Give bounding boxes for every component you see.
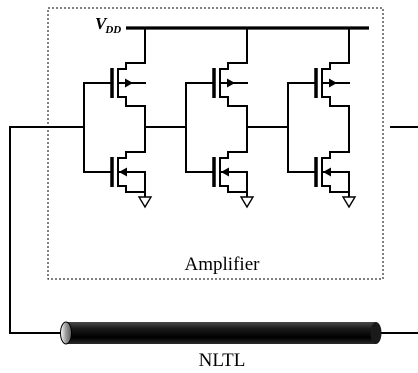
gate-input-wire	[185, 82, 215, 173]
inverter-stage-3	[287, 27, 357, 209]
output-node-wire	[125, 96, 146, 159]
nltl-cable-end-left	[60, 321, 72, 345]
ground-icon	[341, 196, 357, 209]
pmos-body-arrow-icon	[329, 78, 337, 88]
nltl-label: NLTL	[199, 350, 246, 371]
amplifier-boundary-box	[47, 7, 384, 280]
vdd-label: VDD	[95, 14, 121, 36]
pmos-source-connection	[227, 27, 248, 70]
nmos-body-arrow-icon	[323, 167, 331, 177]
nltl-cable-end-right	[370, 322, 382, 344]
amplifier-label: Amplifier	[185, 254, 261, 275]
nmos-source-tie	[227, 171, 248, 193]
pmos-source-connection	[329, 27, 350, 70]
nltl-cable-body	[66, 322, 376, 344]
nmos-body-arrow-icon	[119, 167, 127, 177]
ground-icon	[239, 196, 255, 209]
pmos-source-connection	[125, 27, 146, 70]
output-node-wire	[329, 96, 350, 159]
inverter-stage-1	[83, 27, 153, 209]
nmos-source-tie	[329, 171, 350, 193]
output-node-wire	[227, 96, 248, 159]
inverter-stage-2	[185, 27, 255, 209]
pmos-body-arrow-icon	[125, 78, 133, 88]
input-wire	[9, 126, 85, 334]
pmos-body-arrow-icon	[227, 78, 235, 88]
gate-input-wire	[83, 82, 113, 173]
gate-input-wire	[287, 82, 317, 173]
ground-icon	[137, 196, 153, 209]
inverter-stages	[83, 27, 357, 209]
nmos-body-arrow-icon	[221, 167, 229, 177]
nmos-source-tie	[125, 171, 146, 193]
nltl-transmission-line	[60, 321, 382, 345]
